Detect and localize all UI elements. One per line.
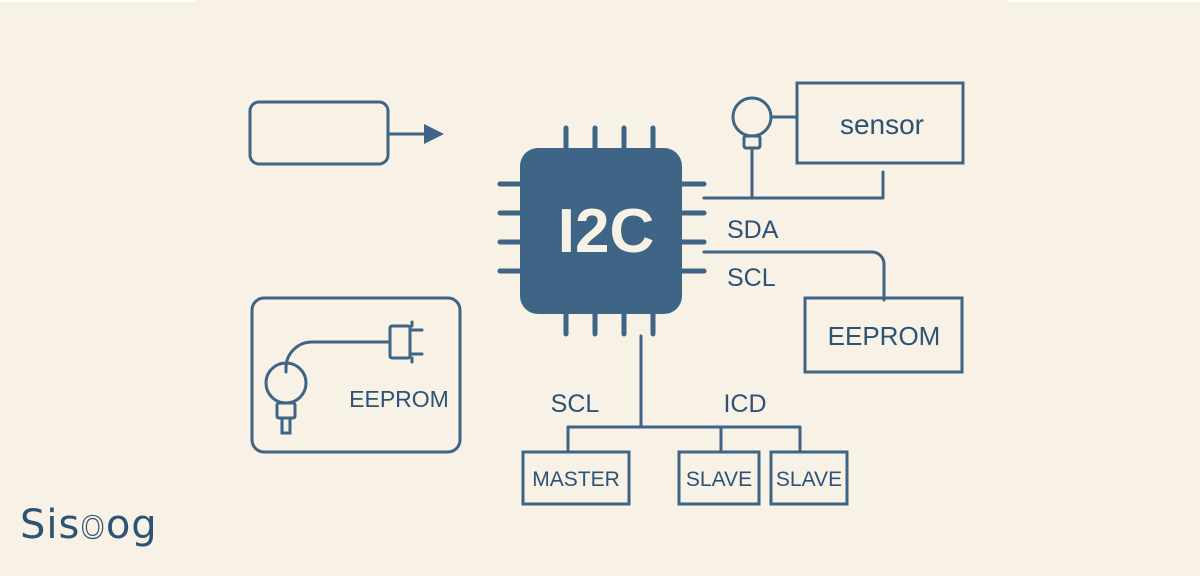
sensor-box xyxy=(795,81,965,165)
sensor-wire xyxy=(702,170,885,200)
bottom-scl-label: SCL xyxy=(551,390,600,418)
empty-box xyxy=(248,100,390,166)
chip-label: I2C xyxy=(558,197,654,266)
eeprom-label: EEPROM xyxy=(828,321,941,351)
slave-box-1 xyxy=(677,450,761,506)
slave-label-2: SLAVE xyxy=(776,468,842,491)
sda-label: SDA xyxy=(727,216,779,244)
left-panel-label: EEPROM xyxy=(349,386,449,412)
arrow-right-icon xyxy=(424,124,444,144)
left-panel-frame xyxy=(250,296,462,454)
input-block xyxy=(248,100,444,166)
icd-label: ICD xyxy=(723,390,766,418)
sensor-label: sensor xyxy=(840,109,924,140)
i2c-chip: I2C xyxy=(497,125,707,337)
slave-label-1: SLAVE xyxy=(686,468,752,491)
master-box xyxy=(521,450,631,506)
eeprom-wire xyxy=(702,250,886,302)
scl-label: SCL xyxy=(727,264,776,292)
eeprom-box xyxy=(803,296,964,374)
probe-icon xyxy=(264,361,308,435)
sisoog-logo: Sisoog xyxy=(20,501,158,548)
master-label: MASTER xyxy=(532,468,620,491)
chip-body xyxy=(520,148,682,314)
plug-icon xyxy=(388,320,424,364)
top-band-left xyxy=(0,0,195,2)
sensor-probe-icon xyxy=(731,96,799,150)
logo-text: Sisoog xyxy=(20,502,158,548)
top-band-right xyxy=(1008,0,1200,2)
left-panel: EEPROM xyxy=(250,296,462,454)
branch-wire xyxy=(566,425,802,454)
plug-cable xyxy=(284,340,392,374)
slave-box-2 xyxy=(769,450,849,506)
